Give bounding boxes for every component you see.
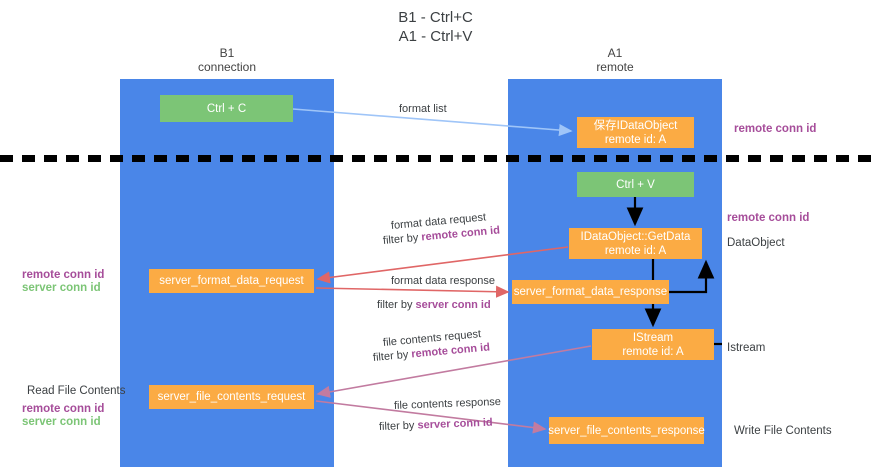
node-server-file-contents-response[interactable]: server_file_contents_response <box>548 417 705 444</box>
node-save-idataobject[interactable]: 保存IDataObject remote id: A <box>577 117 694 148</box>
lane-header-a1: A1 remote <box>508 46 722 74</box>
lane-header-a1-name: A1 <box>607 46 623 60</box>
lane-header-b1: B1 connection <box>120 46 334 74</box>
filter-by-text: filter by <box>382 231 422 247</box>
node-idataobject-getdata-line1: IDataObject::GetData <box>580 230 691 243</box>
node-ctrl-v-label: Ctrl + V <box>616 178 655 191</box>
title-line-2: A1 - Ctrl+V <box>398 28 473 45</box>
title-line-1: B1 - Ctrl+C <box>398 9 473 26</box>
lane-header-b1-name: B1 <box>219 46 235 60</box>
annotation-istream: Istream <box>727 342 766 354</box>
edge-label-format-data-response-filter: filter by server conn id <box>377 298 491 312</box>
node-ctrl-c[interactable]: Ctrl + C <box>160 95 293 122</box>
node-server-file-contents-request[interactable]: server_file_contents_request <box>149 385 314 409</box>
annotation-remote-conn-id-top: remote conn id <box>734 123 817 135</box>
lane-header-b1-role: connection <box>197 60 257 74</box>
filter-by-text: filter by <box>378 419 418 433</box>
node-server-format-data-response-label: server_format_data_response <box>513 286 668 298</box>
node-idataobject-getdata[interactable]: IDataObject::GetData remote id: A <box>569 228 702 259</box>
node-idataobject-getdata-line2: remote id: A <box>604 244 667 257</box>
annotation-remote-conn-id-mid: remote conn id <box>727 212 810 224</box>
node-istream[interactable]: IStream remote id: A <box>592 329 714 360</box>
node-server-file-contents-response-label: server_file_contents_response <box>548 424 705 437</box>
node-istream-line1: IStream <box>632 331 674 344</box>
node-server-file-contents-request-label: server_file_contents_request <box>157 391 306 403</box>
annotation-dataobject: DataObject <box>727 237 785 249</box>
edge-label-format-data-response: format data response <box>391 275 495 287</box>
annotation-left-server-conn-id-mid: server conn id <box>22 282 101 294</box>
page-title: B1 - Ctrl+C A1 - Ctrl+V <box>0 8 871 46</box>
annotation-write-file-contents: Write File Contents <box>734 425 832 437</box>
node-server-format-data-request[interactable]: server_format_data_request <box>149 269 314 293</box>
node-server-format-data-request-label: server_format_data_request <box>159 275 304 287</box>
annotation-read-file-contents: Read File Contents <box>27 385 126 397</box>
edge-label-format-list: format list <box>399 103 447 115</box>
node-istream-line2: remote id: A <box>622 345 684 358</box>
server-conn-id-keyword: server conn id <box>417 416 493 432</box>
filter-by-text: filter by <box>377 299 416 311</box>
filter-by-text: filter by <box>372 348 412 364</box>
lane-header-a1-role: remote <box>596 60 634 74</box>
annotation-left-remote-conn-id-bottom: remote conn id <box>22 403 105 415</box>
server-conn-id-keyword: server conn id <box>415 299 491 311</box>
node-save-idataobject-line1: 保存IDataObject <box>593 119 678 132</box>
annotation-left-remote-conn-id-mid: remote conn id <box>22 269 105 281</box>
node-ctrl-c-label: Ctrl + C <box>206 102 247 115</box>
node-save-idataobject-line2: remote id: A <box>604 133 667 146</box>
annotation-left-server-conn-id-bottom: server conn id <box>22 416 101 428</box>
node-ctrl-v[interactable]: Ctrl + V <box>577 172 694 197</box>
node-server-format-data-response[interactable]: server_format_data_response <box>512 280 669 304</box>
